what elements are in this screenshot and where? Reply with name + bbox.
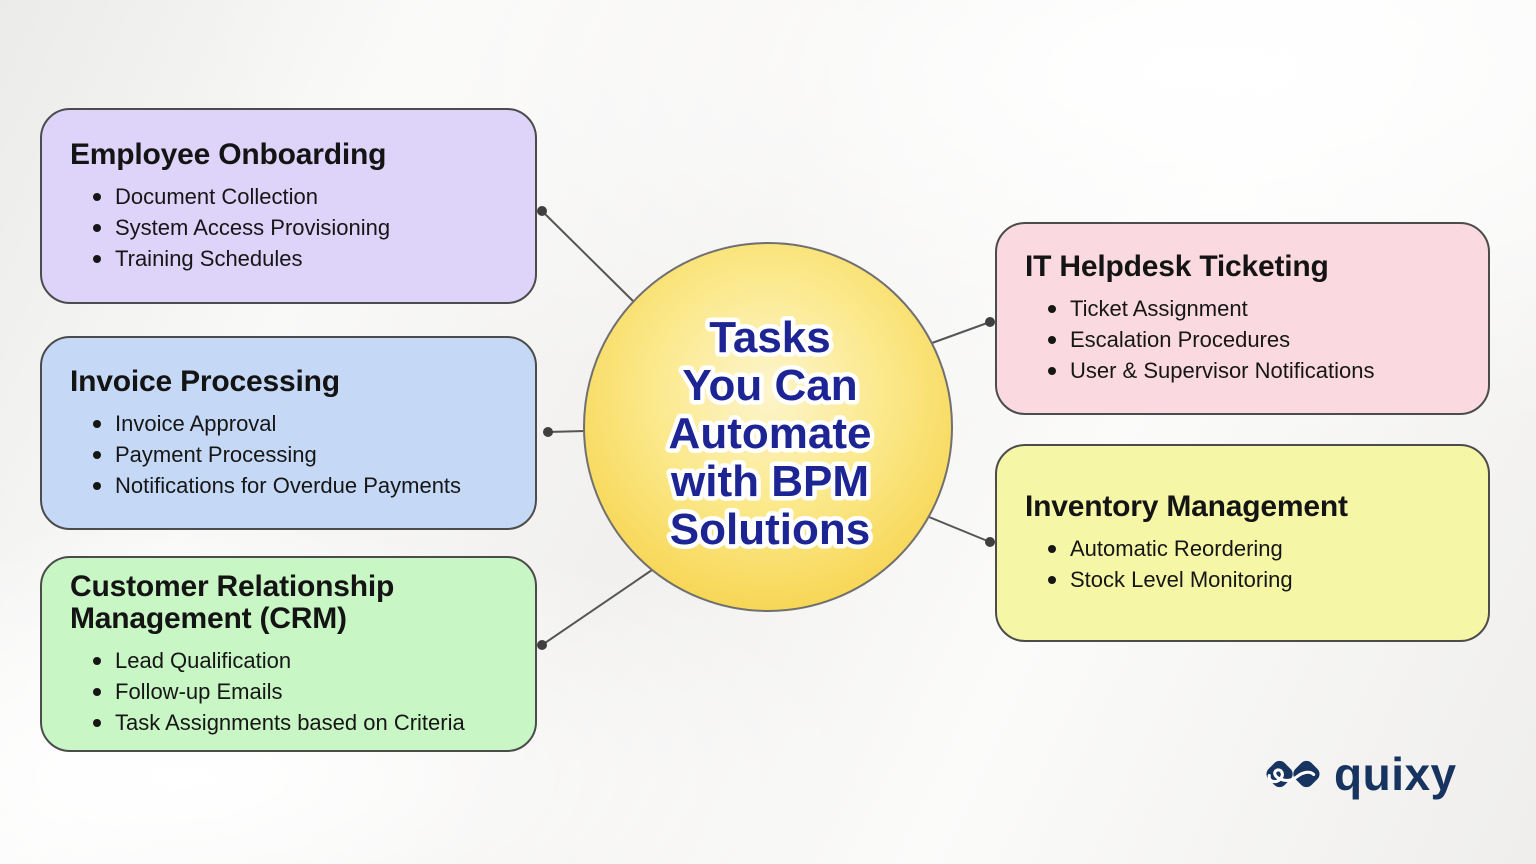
card-title: Inventory Management	[1025, 490, 1348, 523]
connector-inventory	[928, 516, 991, 543]
connector-crm	[541, 569, 653, 646]
connector-employee-onboarding	[541, 210, 634, 302]
card-inventory-management: Inventory Management Automatic Reorderin…	[995, 444, 1490, 642]
connector-dot	[537, 640, 547, 650]
central-title-line: with BPM	[670, 457, 869, 506]
central-title-line: You Can	[682, 361, 857, 410]
bullet-item: Document Collection	[87, 181, 507, 212]
connector-invoice-processing	[547, 430, 586, 433]
bullet-item: Escalation Procedures	[1042, 324, 1460, 355]
connector-dot	[985, 317, 995, 327]
central-topic-circle: Tasks You Can Automate with BPM Solution…	[583, 242, 953, 612]
quixy-logo: quixy	[1262, 746, 1457, 802]
quixy-wordmark: quixy	[1334, 748, 1457, 800]
quixy-infinity-icon	[1266, 760, 1320, 788]
card-title: IT Helpdesk Ticketing	[1025, 250, 1329, 283]
bullet-item: Training Schedules	[87, 243, 507, 274]
bullet-item: User & Supervisor Notifications	[1042, 355, 1460, 386]
card-title: Employee Onboarding	[70, 137, 387, 171]
bullet-item: Notifications for Overdue Payments	[87, 470, 507, 501]
bullet-item: Task Assignments based on Criteria	[87, 707, 507, 738]
card-bullet-list: Ticket Assignment Escalation Procedures …	[1042, 293, 1460, 386]
central-title-line: Tasks	[709, 313, 831, 362]
card-employee-onboarding: Employee Onboarding Document Collection …	[40, 108, 537, 304]
card-invoice-processing: Invoice Processing Invoice Approval Paym…	[40, 336, 537, 530]
connector-dot	[543, 427, 553, 437]
connector-dot	[985, 537, 995, 547]
card-title: Invoice Processing	[70, 364, 340, 398]
bullet-item: Automatic Reordering	[1042, 533, 1460, 564]
central-title-line: Solutions	[670, 505, 870, 554]
card-title: Customer Relationship Management (CRM)	[70, 569, 395, 635]
bullet-item: Invoice Approval	[87, 408, 507, 439]
card-bullet-list: Document Collection System Access Provis…	[87, 181, 507, 274]
card-bullet-list: Invoice Approval Payment Processing Noti…	[87, 408, 507, 501]
connector-it-helpdesk	[931, 321, 991, 344]
central-title-line: Automate	[669, 409, 872, 458]
connector-dot	[537, 206, 547, 216]
bullet-item: Stock Level Monitoring	[1042, 564, 1460, 595]
central-title: Tasks You Can Automate with BPM Solution…	[664, 309, 876, 559]
card-it-helpdesk: IT Helpdesk Ticketing Ticket Assignment …	[995, 222, 1490, 415]
card-crm: Customer Relationship Management (CRM) L…	[40, 556, 537, 752]
card-bullet-list: Lead Qualification Follow-up Emails Task…	[87, 645, 507, 738]
card-bullet-list: Automatic Reordering Stock Level Monitor…	[1042, 533, 1460, 595]
bullet-item: Payment Processing	[87, 439, 507, 470]
bullet-item: Ticket Assignment	[1042, 293, 1460, 324]
bullet-item: Follow-up Emails	[87, 676, 507, 707]
bullet-item: System Access Provisioning	[87, 212, 507, 243]
bullet-item: Lead Qualification	[87, 645, 507, 676]
